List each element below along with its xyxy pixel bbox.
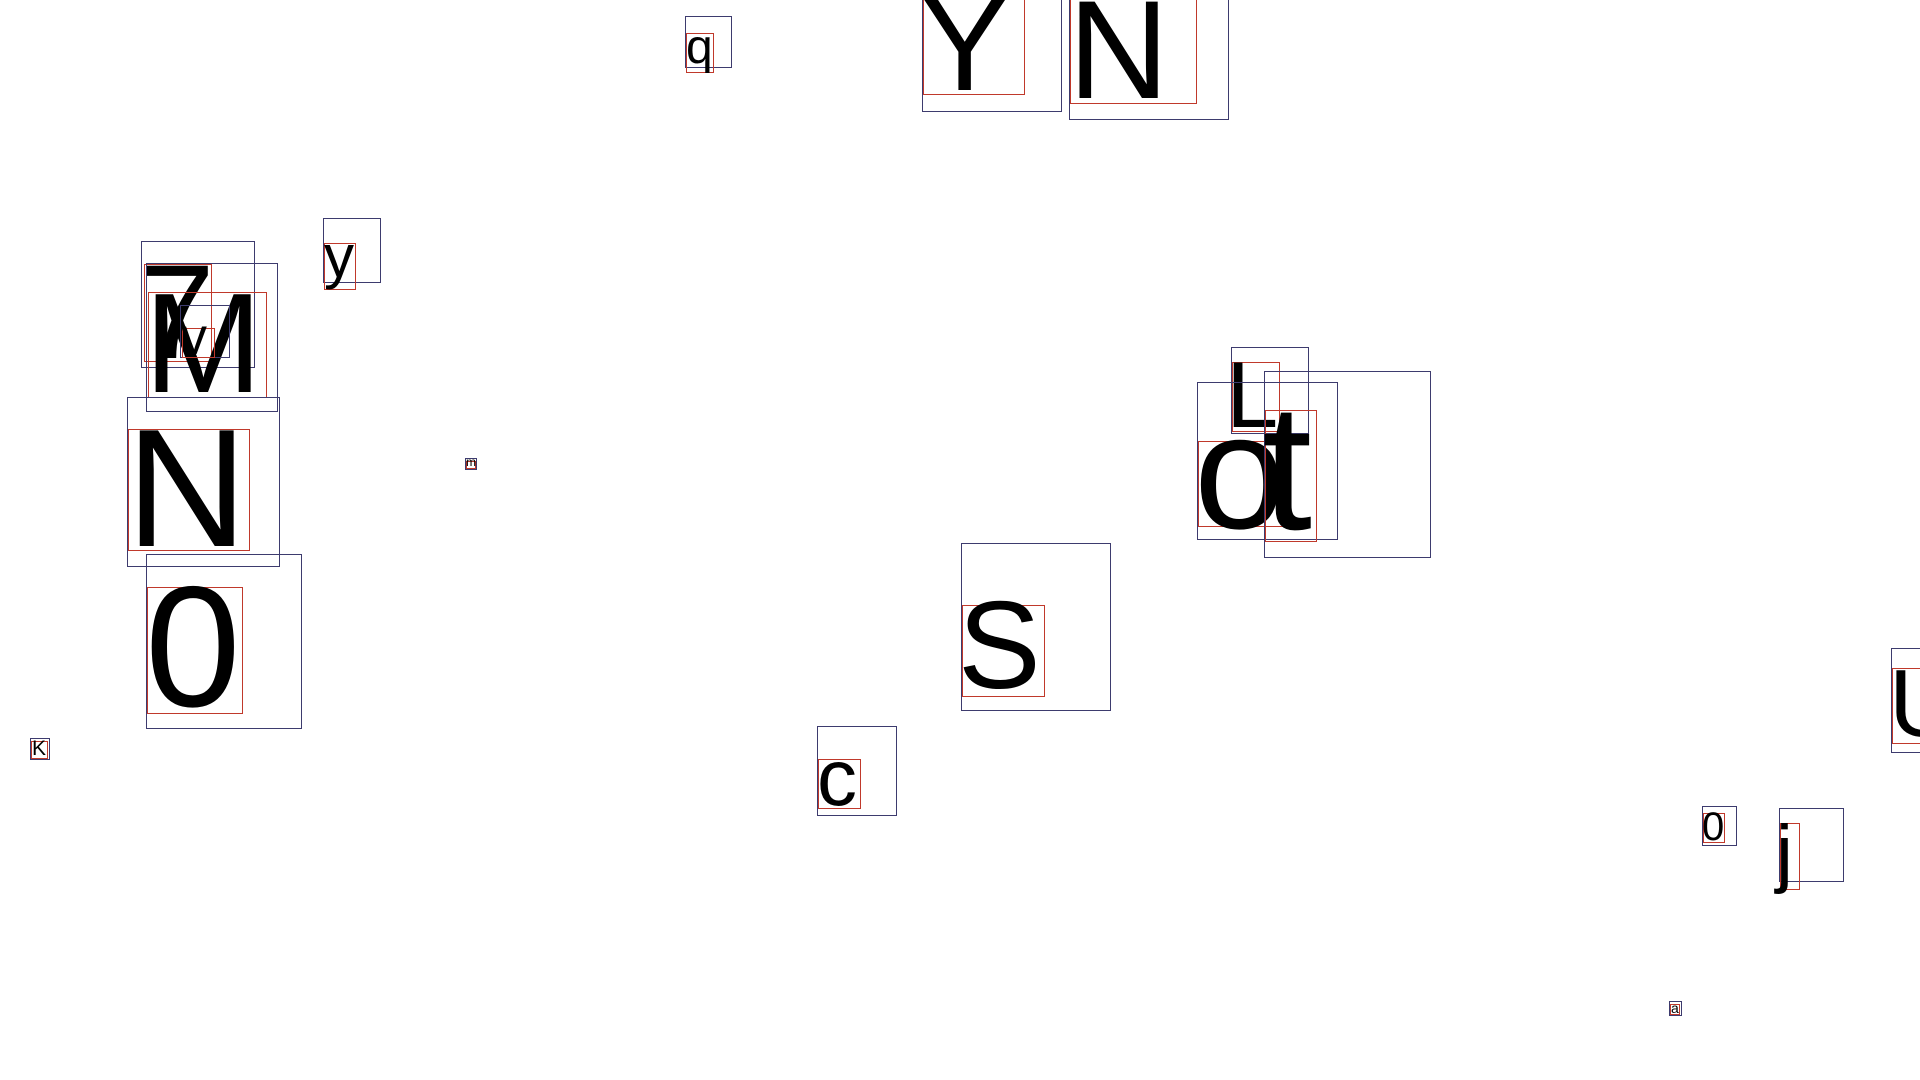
glyph-S: S [958,577,1041,715]
glyph-0-small: 0 [1702,805,1725,849]
glyph-v: v [181,308,207,366]
glyph-y: y [324,223,354,290]
glyph-K: K [32,737,47,760]
glyph-c: c [817,733,857,822]
glyph-q: q [686,21,713,74]
glyph-o: o [1194,380,1286,563]
glyph-a: a [1671,1000,1679,1016]
glyph-t: t [1262,367,1313,568]
glyph-M: M [144,264,263,423]
glyph-j: j [1776,810,1793,895]
glyph-m-small: m [466,455,476,469]
glyph-0-big: 0 [145,551,241,743]
glyph-U: U [1889,656,1920,752]
glyph-Y: Y [920,0,1010,119]
glyph-L: L [1226,342,1279,447]
glyph-N-left: N [126,394,248,582]
glyph-N-top: N [1068,0,1170,128]
